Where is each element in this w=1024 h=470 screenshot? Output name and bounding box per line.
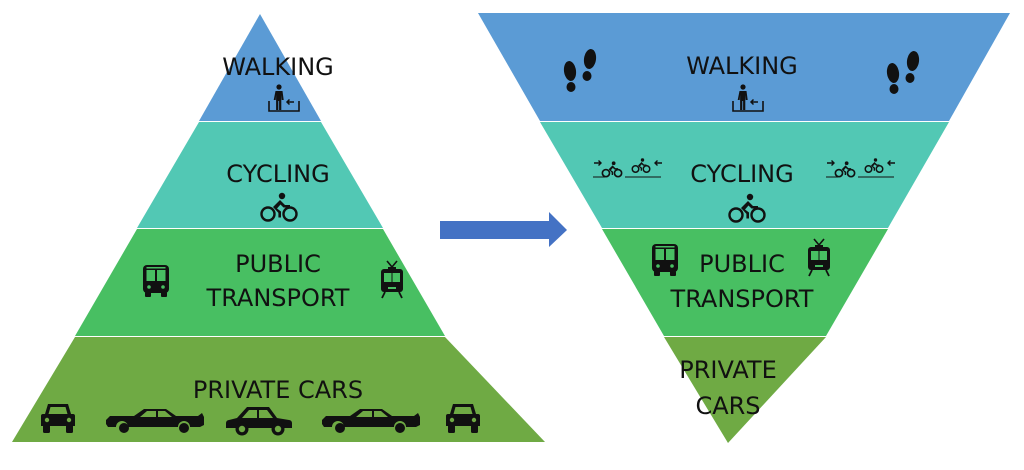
right-walking-label: WALKING bbox=[686, 52, 798, 80]
arrow-right-icon bbox=[440, 212, 567, 247]
left-private-cars-label: PRIVATE CARS bbox=[193, 376, 363, 404]
right-private-label-line1: PRIVATE bbox=[679, 356, 777, 384]
left-tier-public-transport-band bbox=[75, 229, 445, 336]
left-public-label-line2: TRANSPORT bbox=[206, 284, 350, 312]
right-cycling-label: CYCLING bbox=[690, 160, 793, 188]
right-inverted-pyramid: WALKING CYCLING PUBLIC TRANSPORT PRIVATE… bbox=[478, 13, 1010, 443]
right-public-label-line1: PUBLIC bbox=[699, 250, 785, 278]
left-walking-label: WALKING bbox=[222, 53, 334, 81]
left-tier-walking-band bbox=[199, 14, 321, 121]
right-tier-walking-band bbox=[478, 13, 1010, 121]
right-public-label-line2: TRANSPORT bbox=[670, 285, 814, 313]
left-cycling-label: CYCLING bbox=[226, 160, 329, 188]
right-tier-public-transport-band bbox=[602, 229, 888, 336]
left-tier-cycling-band bbox=[137, 122, 383, 228]
bus-icon bbox=[652, 244, 678, 276]
bus-icon bbox=[143, 265, 169, 297]
right-private-label-line2: CARS bbox=[695, 392, 760, 420]
right-tier-private-cars-band bbox=[664, 337, 826, 443]
left-public-label-line1: PUBLIC bbox=[235, 250, 321, 278]
right-tier-cycling-band bbox=[540, 122, 949, 228]
left-pyramid: WALKING CYCLING PUBLIC TRANSPORT PRIVATE… bbox=[12, 14, 545, 442]
